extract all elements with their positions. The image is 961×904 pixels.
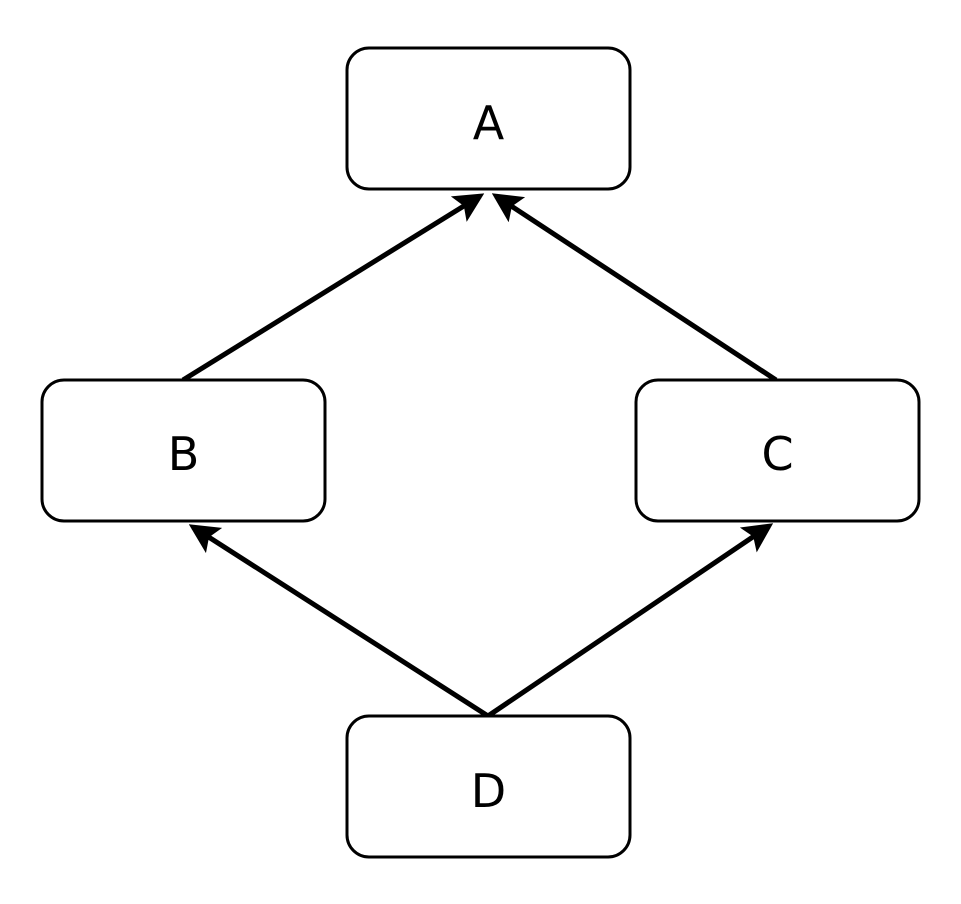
edge-c-to-a — [491, 193, 778, 383]
edge-d-to-c — [486, 523, 774, 719]
node-a-box — [345, 46, 632, 191]
node-c-box — [634, 378, 921, 523]
edges — [181, 193, 778, 719]
node-a[interactable]: A — [345, 46, 632, 191]
node-a-label: A — [473, 96, 505, 150]
node-b[interactable]: B — [40, 378, 327, 523]
node-b-box — [40, 378, 327, 523]
edge-d-to-b — [188, 524, 490, 719]
node-d-box — [345, 714, 632, 859]
edge-b-to-a — [181, 193, 485, 383]
node-c[interactable]: C — [634, 378, 921, 523]
node-c-label: C — [761, 427, 793, 481]
node-b-label: B — [168, 427, 200, 481]
node-d-label: D — [471, 764, 506, 818]
node-d[interactable]: D — [345, 714, 632, 859]
